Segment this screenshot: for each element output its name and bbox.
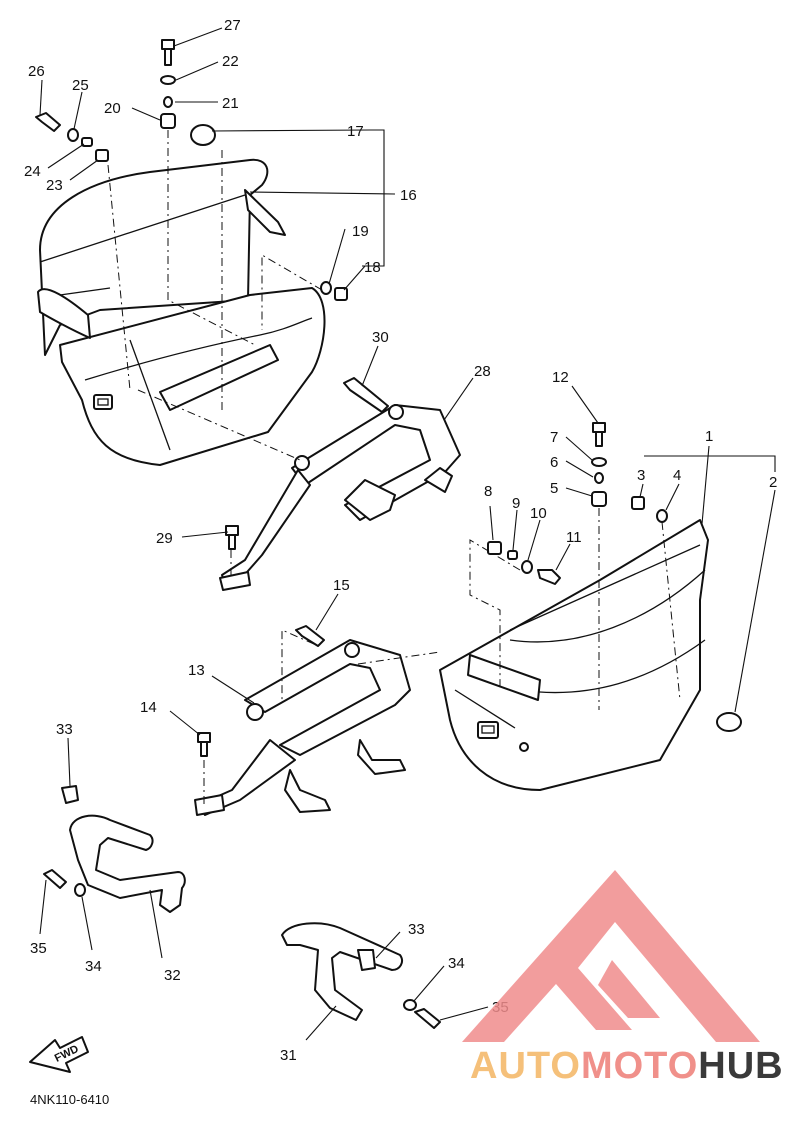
callout-16: 16 [400, 187, 417, 204]
callout-34-right: 34 [448, 955, 465, 972]
callout-23: 23 [46, 177, 63, 194]
callout-leaders [39, 27, 776, 1041]
callout-1: 1 [705, 428, 713, 445]
watermark-moto: MOTO [581, 1045, 698, 1087]
callout-4: 4 [673, 467, 681, 484]
callout-30: 30 [372, 329, 389, 346]
guard-31 [281, 922, 403, 1021]
callout-19: 19 [352, 223, 369, 240]
forward-arrow: FWD [29, 1036, 89, 1073]
callout-35-left: 35 [30, 940, 47, 957]
callout-12: 12 [552, 369, 569, 386]
callout-5: 5 [550, 480, 558, 497]
right-bracket-13 [194, 639, 411, 816]
callout-24: 24 [24, 163, 41, 180]
callout-8: 8 [484, 483, 492, 500]
hardware [35, 39, 742, 1029]
watermark-auto: AUTO [470, 1045, 581, 1087]
callout-34-left: 34 [85, 958, 102, 975]
callout-3: 3 [637, 467, 645, 484]
right-saddlebag [439, 519, 709, 791]
callout-27: 27 [224, 17, 241, 34]
callout-9: 9 [512, 495, 520, 512]
callout-29: 29 [156, 530, 173, 547]
callout-14: 14 [140, 699, 157, 716]
guard-32 [69, 814, 186, 913]
left-saddlebag [37, 158, 326, 466]
callout-21: 21 [222, 95, 239, 112]
callout-7: 7 [550, 429, 558, 446]
callout-18: 18 [364, 259, 381, 276]
callout-28: 28 [474, 363, 491, 380]
callout-2: 2 [769, 474, 777, 491]
callout-numbers: 27 22 21 20 17 16 19 18 26 25 24 23 30 2… [24, 17, 777, 1064]
callout-13: 13 [188, 662, 205, 679]
callout-22: 22 [222, 53, 239, 70]
callout-33-left: 33 [56, 721, 73, 738]
callout-31: 31 [280, 1047, 297, 1064]
callout-26: 26 [28, 63, 45, 80]
svg-text:AUTOMOTOHUB: AUTOMOTOHUB [470, 1045, 784, 1087]
part-code: 4NK110-6410 [30, 1092, 109, 1107]
callout-33-right: 33 [408, 921, 425, 938]
callout-17: 17 [347, 123, 364, 140]
callout-10: 10 [530, 505, 547, 522]
watermark-hub: HUB [698, 1045, 783, 1087]
callout-20: 20 [104, 100, 121, 117]
callout-11: 11 [566, 529, 582, 546]
alignment-lines [107, 130, 681, 805]
watermark-logo [462, 870, 760, 1042]
watermark-text: AUTOMOTOHUB [470, 1045, 784, 1087]
callout-32: 32 [164, 967, 181, 984]
callout-6: 6 [550, 454, 558, 471]
left-bracket-28 [219, 404, 461, 591]
callout-15: 15 [333, 577, 350, 594]
callout-25: 25 [72, 77, 89, 94]
